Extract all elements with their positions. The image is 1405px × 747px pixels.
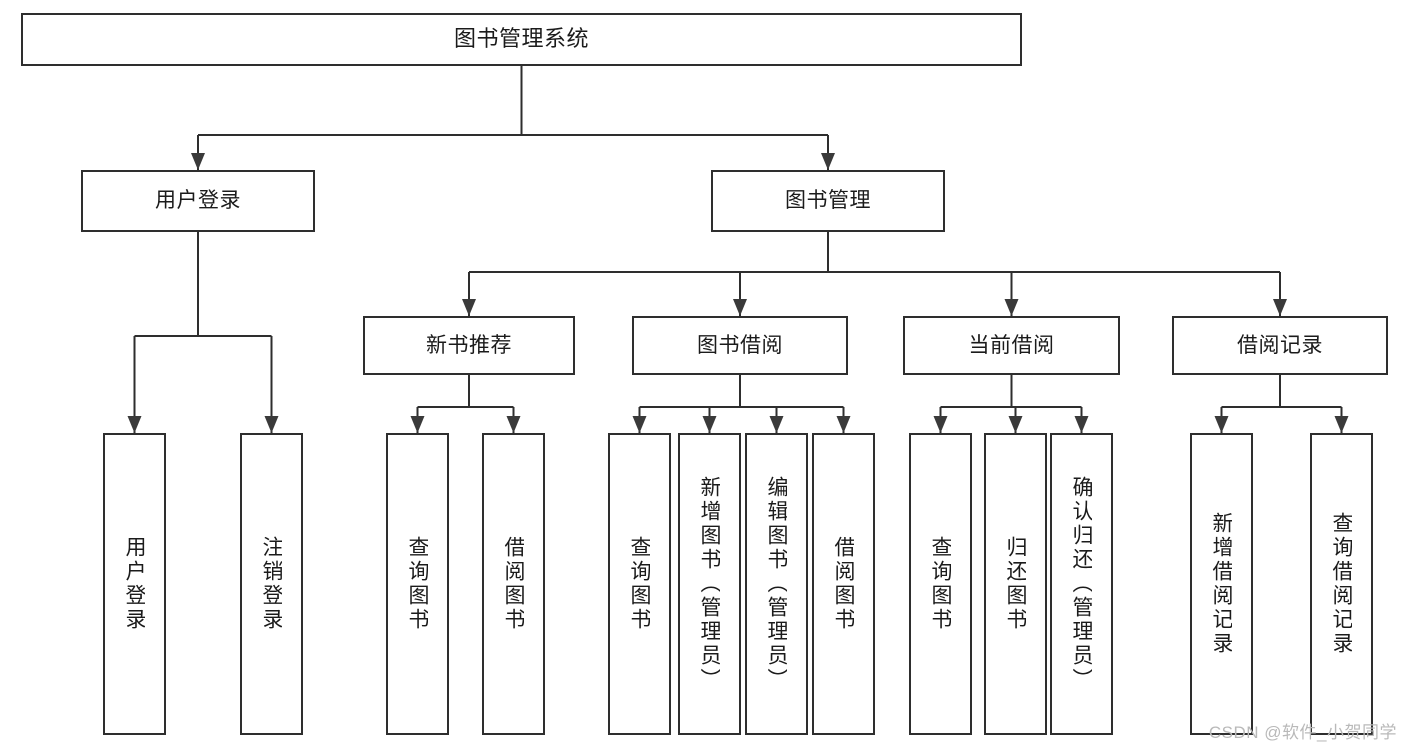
arrowhead-icon [702,416,717,433]
arrowhead-icon [1008,416,1023,433]
arrowhead-icon [821,153,835,170]
node-nb-query[interactable]: 查询图书 [386,433,449,735]
node-label: 图书借阅 [697,333,783,357]
node-label: 查询图书 [629,536,650,632]
node-label: 图书管理系统 [453,26,589,52]
node-current[interactable]: 当前借阅 [903,316,1120,375]
node-label: 查询图书 [407,536,428,632]
node-label: 编辑图书（管理员） [766,476,787,692]
node-label: 新增图书（管理员） [699,476,720,692]
node-rc-query[interactable]: 查询借阅记录 [1310,433,1373,735]
arrowhead-icon [462,299,476,316]
arrowhead-icon [769,416,784,433]
node-label: 注销登录 [261,536,282,632]
node-label: 用户登录 [124,536,145,632]
arrowhead-icon [733,299,747,316]
arrowhead-icon [264,416,279,433]
node-cu-return[interactable]: 归还图书 [984,433,1047,735]
arrowhead-icon [1214,416,1229,433]
node-label: 新书推荐 [426,333,512,357]
arrowhead-icon [1273,299,1287,316]
node-bw-edit[interactable]: 编辑图书（管理员） [745,433,808,735]
arrowhead-icon [191,153,205,170]
node-label: 图书管理 [785,189,871,213]
node-label: 用户登录 [155,189,241,213]
arrowhead-icon [506,416,521,433]
arrowhead-icon [836,416,851,433]
node-nb-borrow[interactable]: 借阅图书 [482,433,545,735]
node-label: 当前借阅 [968,333,1055,357]
arrowhead-icon [933,416,948,433]
node-bookmgmt[interactable]: 图书管理 [711,170,945,232]
node-borrow[interactable]: 图书借阅 [632,316,848,375]
node-label: 查询图书 [930,536,951,632]
watermark: CSDN @软件_小贺同学 [1208,723,1397,742]
node-records[interactable]: 借阅记录 [1172,316,1388,375]
node-cu-confirm[interactable]: 确认归还（管理员） [1050,433,1113,735]
node-cu-query[interactable]: 查询图书 [909,433,972,735]
node-root[interactable]: 图书管理系统 [21,13,1022,66]
arrowhead-icon [410,416,425,433]
node-label: 借阅记录 [1237,333,1323,357]
arrowhead-icon [1074,416,1089,433]
node-label: 借阅图书 [503,536,524,632]
node-rc-add[interactable]: 新增借阅记录 [1190,433,1253,735]
arrowhead-icon [632,416,647,433]
node-label: 新增借阅记录 [1211,512,1232,656]
node-bw-borrow[interactable]: 借阅图书 [812,433,875,735]
node-label: 确认归还（管理员） [1071,476,1092,692]
arrowhead-icon [1004,299,1019,316]
node-label: 借阅图书 [833,536,854,632]
node-label: 查询借阅记录 [1331,512,1352,656]
node-login-in[interactable]: 用户登录 [103,433,166,735]
node-bw-query[interactable]: 查询图书 [608,433,671,735]
node-login-out[interactable]: 注销登录 [240,433,303,735]
node-login[interactable]: 用户登录 [81,170,315,232]
arrowhead-icon [127,416,142,433]
node-newbook[interactable]: 新书推荐 [363,316,575,375]
arrowhead-icon [1334,416,1349,433]
node-label: 归还图书 [1005,536,1026,632]
node-bw-add[interactable]: 新增图书（管理员） [678,433,741,735]
